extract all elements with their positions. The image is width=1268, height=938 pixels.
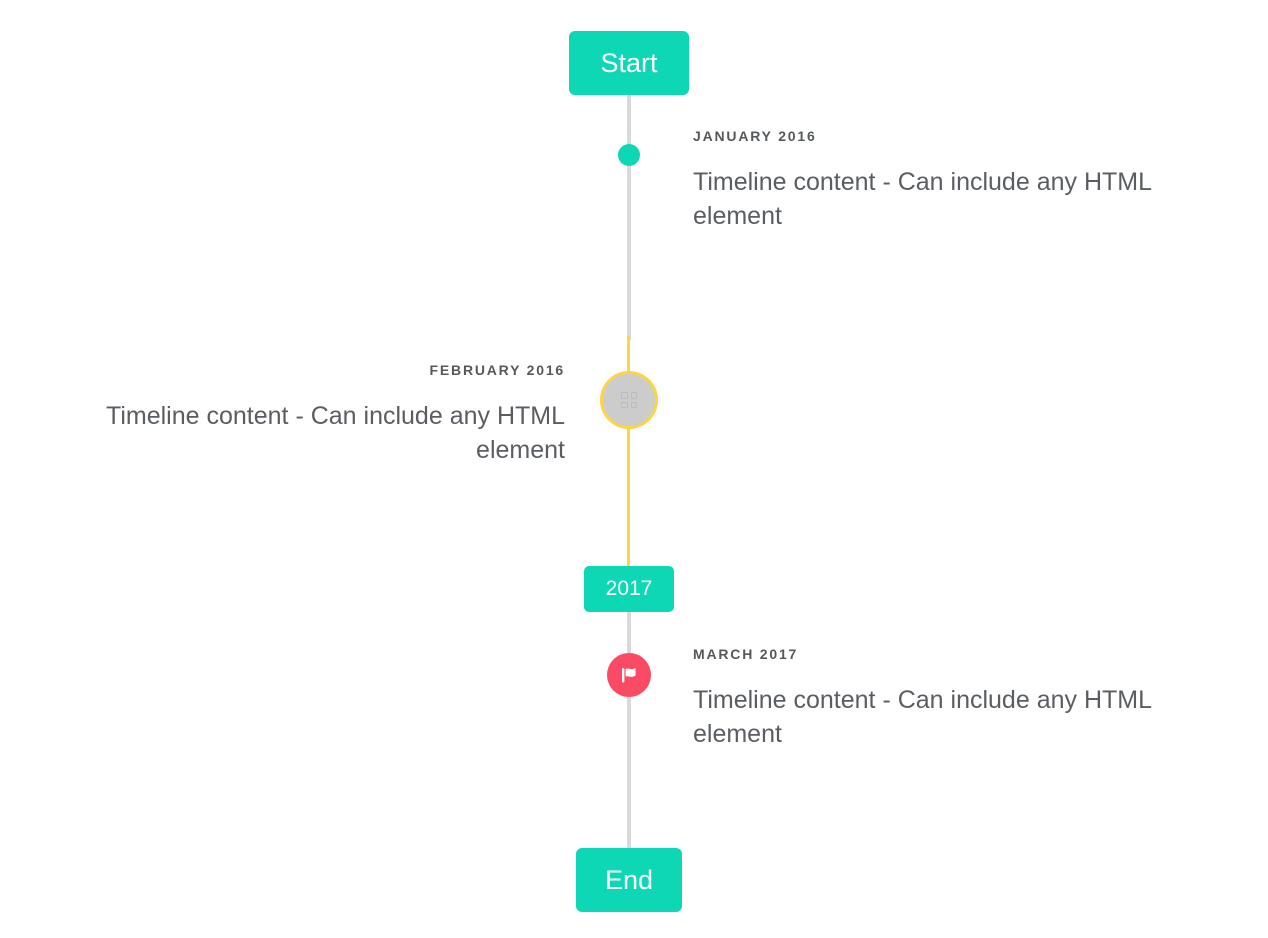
timeline-year-badge-label: 2017 bbox=[605, 577, 653, 600]
timeline-event-body: JANUARY 2016 Timeline content - Can incl… bbox=[693, 128, 1218, 234]
timeline-event-body: FEBRUARY 2016 Timeline content - Can inc… bbox=[40, 362, 565, 468]
timeline-event-text: Timeline content - Can include any HTML … bbox=[693, 685, 1152, 749]
timeline-event-text: Timeline content - Can include any HTML … bbox=[693, 167, 1152, 231]
missing-glyph-icon[interactable] bbox=[600, 371, 658, 429]
timeline-event-title: MARCH 2017 bbox=[693, 646, 799, 662]
timeline-end-badge[interactable]: End bbox=[576, 848, 682, 912]
timeline-axis-segment-highlight bbox=[627, 336, 630, 576]
timeline-start-badge[interactable]: Start bbox=[569, 31, 689, 95]
timeline-event-body: MARCH 2017 Timeline content - Can includ… bbox=[693, 646, 1218, 752]
missing-glyph-placeholder bbox=[621, 392, 637, 408]
dot-icon[interactable] bbox=[618, 144, 640, 166]
timeline-axis-segment-top bbox=[627, 88, 631, 340]
timeline-axis-segment-bottom bbox=[627, 605, 631, 860]
timeline-event-title: FEBRUARY 2016 bbox=[429, 362, 565, 378]
flag-icon[interactable] bbox=[607, 653, 651, 697]
timeline-start-badge-label: Start bbox=[600, 47, 658, 78]
timeline-event-text: Timeline content - Can include any HTML … bbox=[106, 401, 565, 465]
timeline-event-title: JANUARY 2016 bbox=[693, 128, 817, 144]
timeline-end-badge-label: End bbox=[604, 864, 654, 895]
timeline-year-badge[interactable]: 2017 bbox=[584, 566, 674, 612]
